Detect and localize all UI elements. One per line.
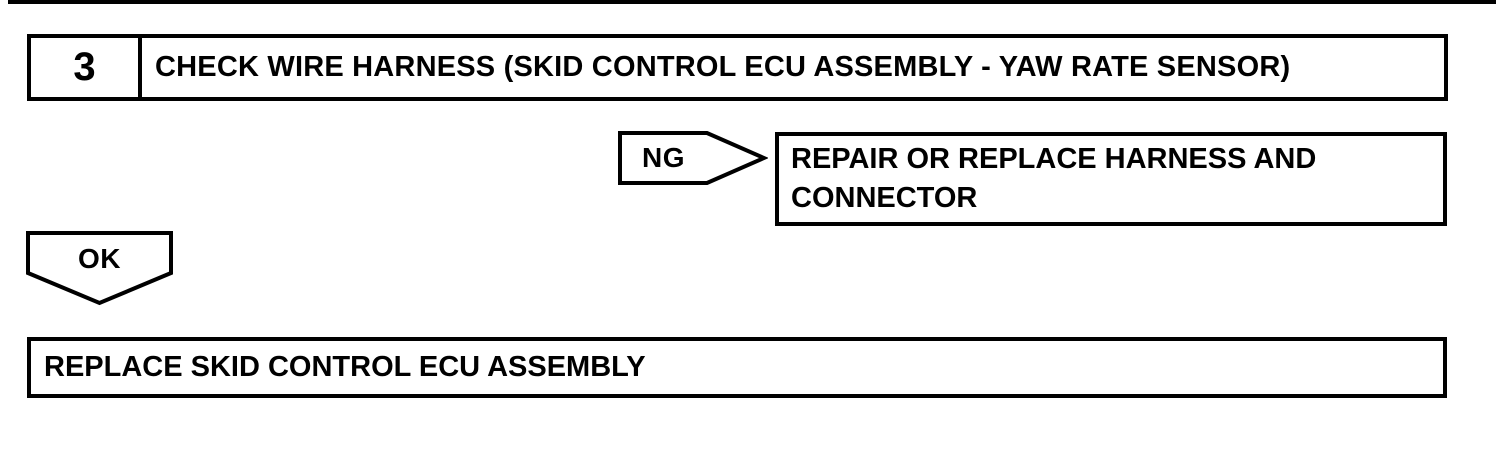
step-number: 3	[31, 38, 142, 97]
ng-branch-label: NG	[642, 142, 685, 173]
ng-result-box: REPAIR OR REPLACE HARNESS AND CONNECTOR	[775, 132, 1447, 226]
top-divider-line	[8, 0, 1496, 4]
ok-arrow-icon	[26, 231, 173, 306]
ok-branch-label: OK	[78, 243, 121, 274]
ng-arrow-icon	[618, 131, 768, 185]
step-title: CHECK WIRE HARNESS (SKID CONTROL ECU ASS…	[155, 51, 1291, 83]
ok-result-box: REPLACE SKID CONTROL ECU ASSEMBLY	[27, 337, 1447, 398]
step-box: 3 CHECK WIRE HARNESS (SKID CONTROL ECU A…	[27, 34, 1448, 101]
ok-result-text: REPLACE SKID CONTROL ECU ASSEMBLY	[44, 351, 646, 383]
ng-result-text: REPAIR OR REPLACE HARNESS AND CONNECTOR	[791, 143, 1317, 214]
